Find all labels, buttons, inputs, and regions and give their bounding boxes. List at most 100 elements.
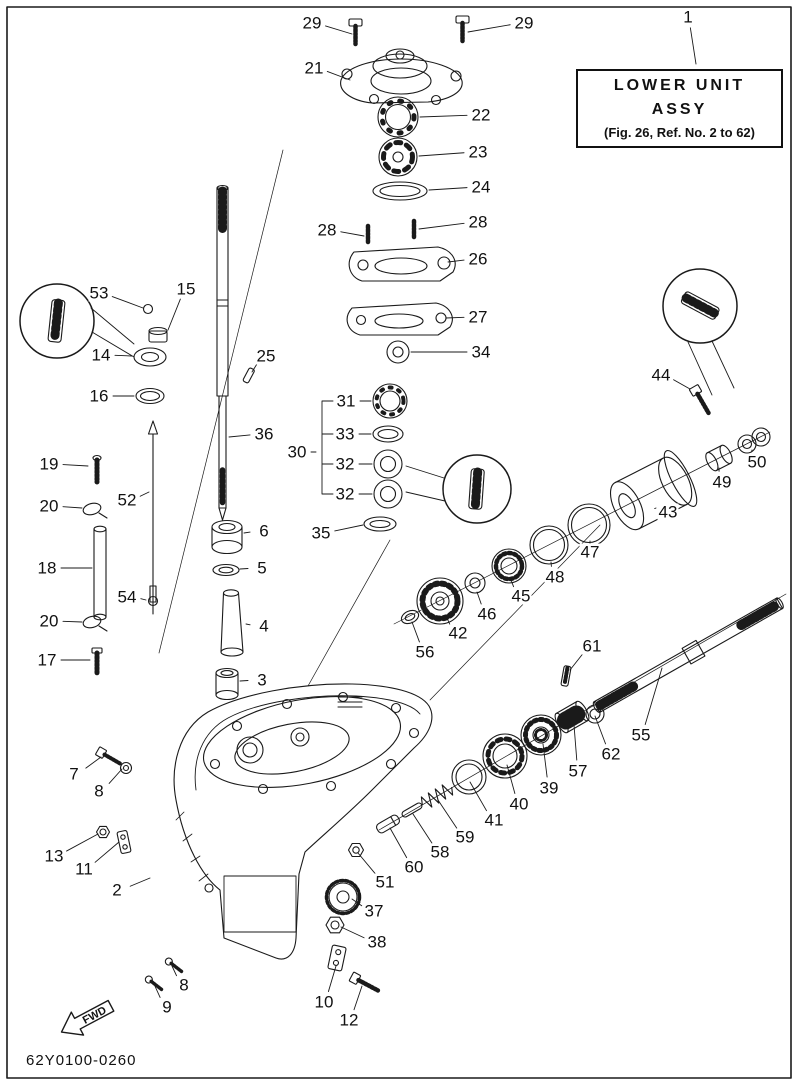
- leader-line-58: [412, 813, 433, 844]
- part-callout-44: 44: [650, 365, 672, 385]
- leader-line-39: [542, 743, 548, 778]
- leader-line-28: [418, 222, 465, 230]
- leader-line-38: [340, 926, 365, 939]
- gearcase-housing: [173, 683, 433, 960]
- leader-line-52: [139, 491, 150, 497]
- part-callout-48: 48: [544, 567, 566, 587]
- leader-line-4: [245, 623, 251, 626]
- part-callout-40: 40: [508, 794, 530, 814]
- part-callout-32: 32: [334, 484, 356, 504]
- leader-line-11: [94, 841, 120, 863]
- part-callout-59: 59: [454, 827, 476, 847]
- part-callout-31: 31: [335, 391, 357, 411]
- part-callout-51: 51: [374, 872, 396, 892]
- leader-line-27: [445, 316, 465, 319]
- part-callout-25: 25: [255, 346, 277, 366]
- leader-line-37: [351, 898, 363, 907]
- part-callout-16: 16: [88, 386, 110, 406]
- part-callout-2: 2: [111, 880, 123, 900]
- part-callout-46: 46: [476, 604, 498, 624]
- leader-line-22: [419, 114, 468, 118]
- part-callout-8: 8: [178, 975, 190, 995]
- leader-line-55: [644, 667, 663, 725]
- part-callout-27: 27: [467, 307, 489, 327]
- leader-line-20: [62, 506, 83, 509]
- leader-line-56: [411, 621, 420, 643]
- part-callout-1: 1: [682, 7, 694, 27]
- leader-line-45: [510, 579, 515, 588]
- part-callout-43: 43: [657, 502, 679, 522]
- detail-circle-left: [19, 283, 135, 359]
- leader-line-29: [325, 25, 353, 35]
- leader-line-46: [476, 591, 482, 605]
- part-callout-32: 32: [334, 454, 356, 474]
- part-callout-11: 11: [74, 859, 94, 879]
- part-callout-30: 30: [286, 442, 308, 462]
- part-callout-56: 56: [414, 642, 436, 662]
- leader-line-9: [153, 983, 161, 998]
- upper-left-parts: [133, 303, 255, 405]
- water-pump-group: [340, 15, 470, 364]
- leader-line-53: [111, 296, 144, 309]
- leader-line-15: [167, 298, 181, 331]
- part-callout-45: 45: [510, 586, 532, 606]
- part-callout-4: 4: [258, 616, 270, 636]
- prop-shaft-group: [376, 597, 784, 834]
- page-border: [6, 6, 792, 1079]
- part-callout-35: 35: [310, 523, 332, 543]
- leader-line-36: [228, 434, 251, 438]
- leader-line-61: [569, 653, 583, 671]
- leader-line-35: [334, 524, 364, 532]
- bottom-center-parts: [324, 842, 381, 993]
- part-callout-39: 39: [538, 778, 560, 798]
- part-callout-20: 20: [38, 496, 60, 516]
- leader-line-62: [594, 715, 607, 745]
- part-callout-57: 57: [567, 761, 589, 781]
- shift-rod-group: [147, 420, 159, 615]
- part-callout-21: 21: [303, 58, 325, 78]
- leader-line-20: [62, 620, 83, 623]
- drive-shaft: [216, 184, 229, 521]
- leader-line-12: [353, 985, 363, 1011]
- part-callout-10: 10: [313, 992, 335, 1012]
- leader-line-57: [573, 724, 578, 761]
- part-callout-37: 37: [363, 901, 385, 921]
- part-callout-20: 20: [38, 611, 60, 631]
- part-callout-13: 13: [43, 846, 65, 866]
- left-column-parts: [82, 454, 108, 677]
- part-callout-49: 49: [711, 472, 733, 492]
- leader-line-7: [85, 756, 102, 769]
- part-callout-24: 24: [470, 177, 492, 197]
- leader-line-13: [66, 833, 99, 852]
- detail-circle-middle: [405, 454, 512, 524]
- part-callout-14: 14: [90, 345, 112, 365]
- leader-line-40: [506, 764, 516, 794]
- center-bushings: [211, 519, 244, 701]
- part-callout-29: 29: [513, 13, 535, 33]
- part-callout-22: 22: [470, 105, 492, 125]
- assy-title-line1: LOWER UNIT: [613, 77, 746, 94]
- drawing-code: 62Y0100-0260: [26, 1052, 137, 1069]
- leader-line-44: [673, 379, 691, 390]
- part-callout-28: 28: [316, 220, 338, 240]
- part-callout-34: 34: [470, 342, 492, 362]
- part-callout-5: 5: [256, 558, 268, 578]
- part-callout-6: 6: [258, 521, 270, 541]
- part-callout-58: 58: [429, 842, 451, 862]
- leader-line-5: [239, 568, 249, 570]
- assy-title-line3: (Fig. 26, Ref. No. 2 to 62): [604, 125, 755, 140]
- part-callout-38: 38: [366, 932, 388, 952]
- part-callout-55: 55: [630, 725, 652, 745]
- leader-line-59: [437, 799, 458, 829]
- seal-housing-group: [321, 383, 408, 532]
- lower-left-fasteners: [95, 746, 184, 992]
- leader-line-8: [108, 768, 123, 784]
- leader-line-6: [243, 531, 251, 534]
- leader-line-10: [327, 965, 337, 993]
- leader-line-24: [428, 187, 468, 191]
- part-callout-17: 17: [36, 650, 58, 670]
- part-callout-29: 29: [301, 13, 323, 33]
